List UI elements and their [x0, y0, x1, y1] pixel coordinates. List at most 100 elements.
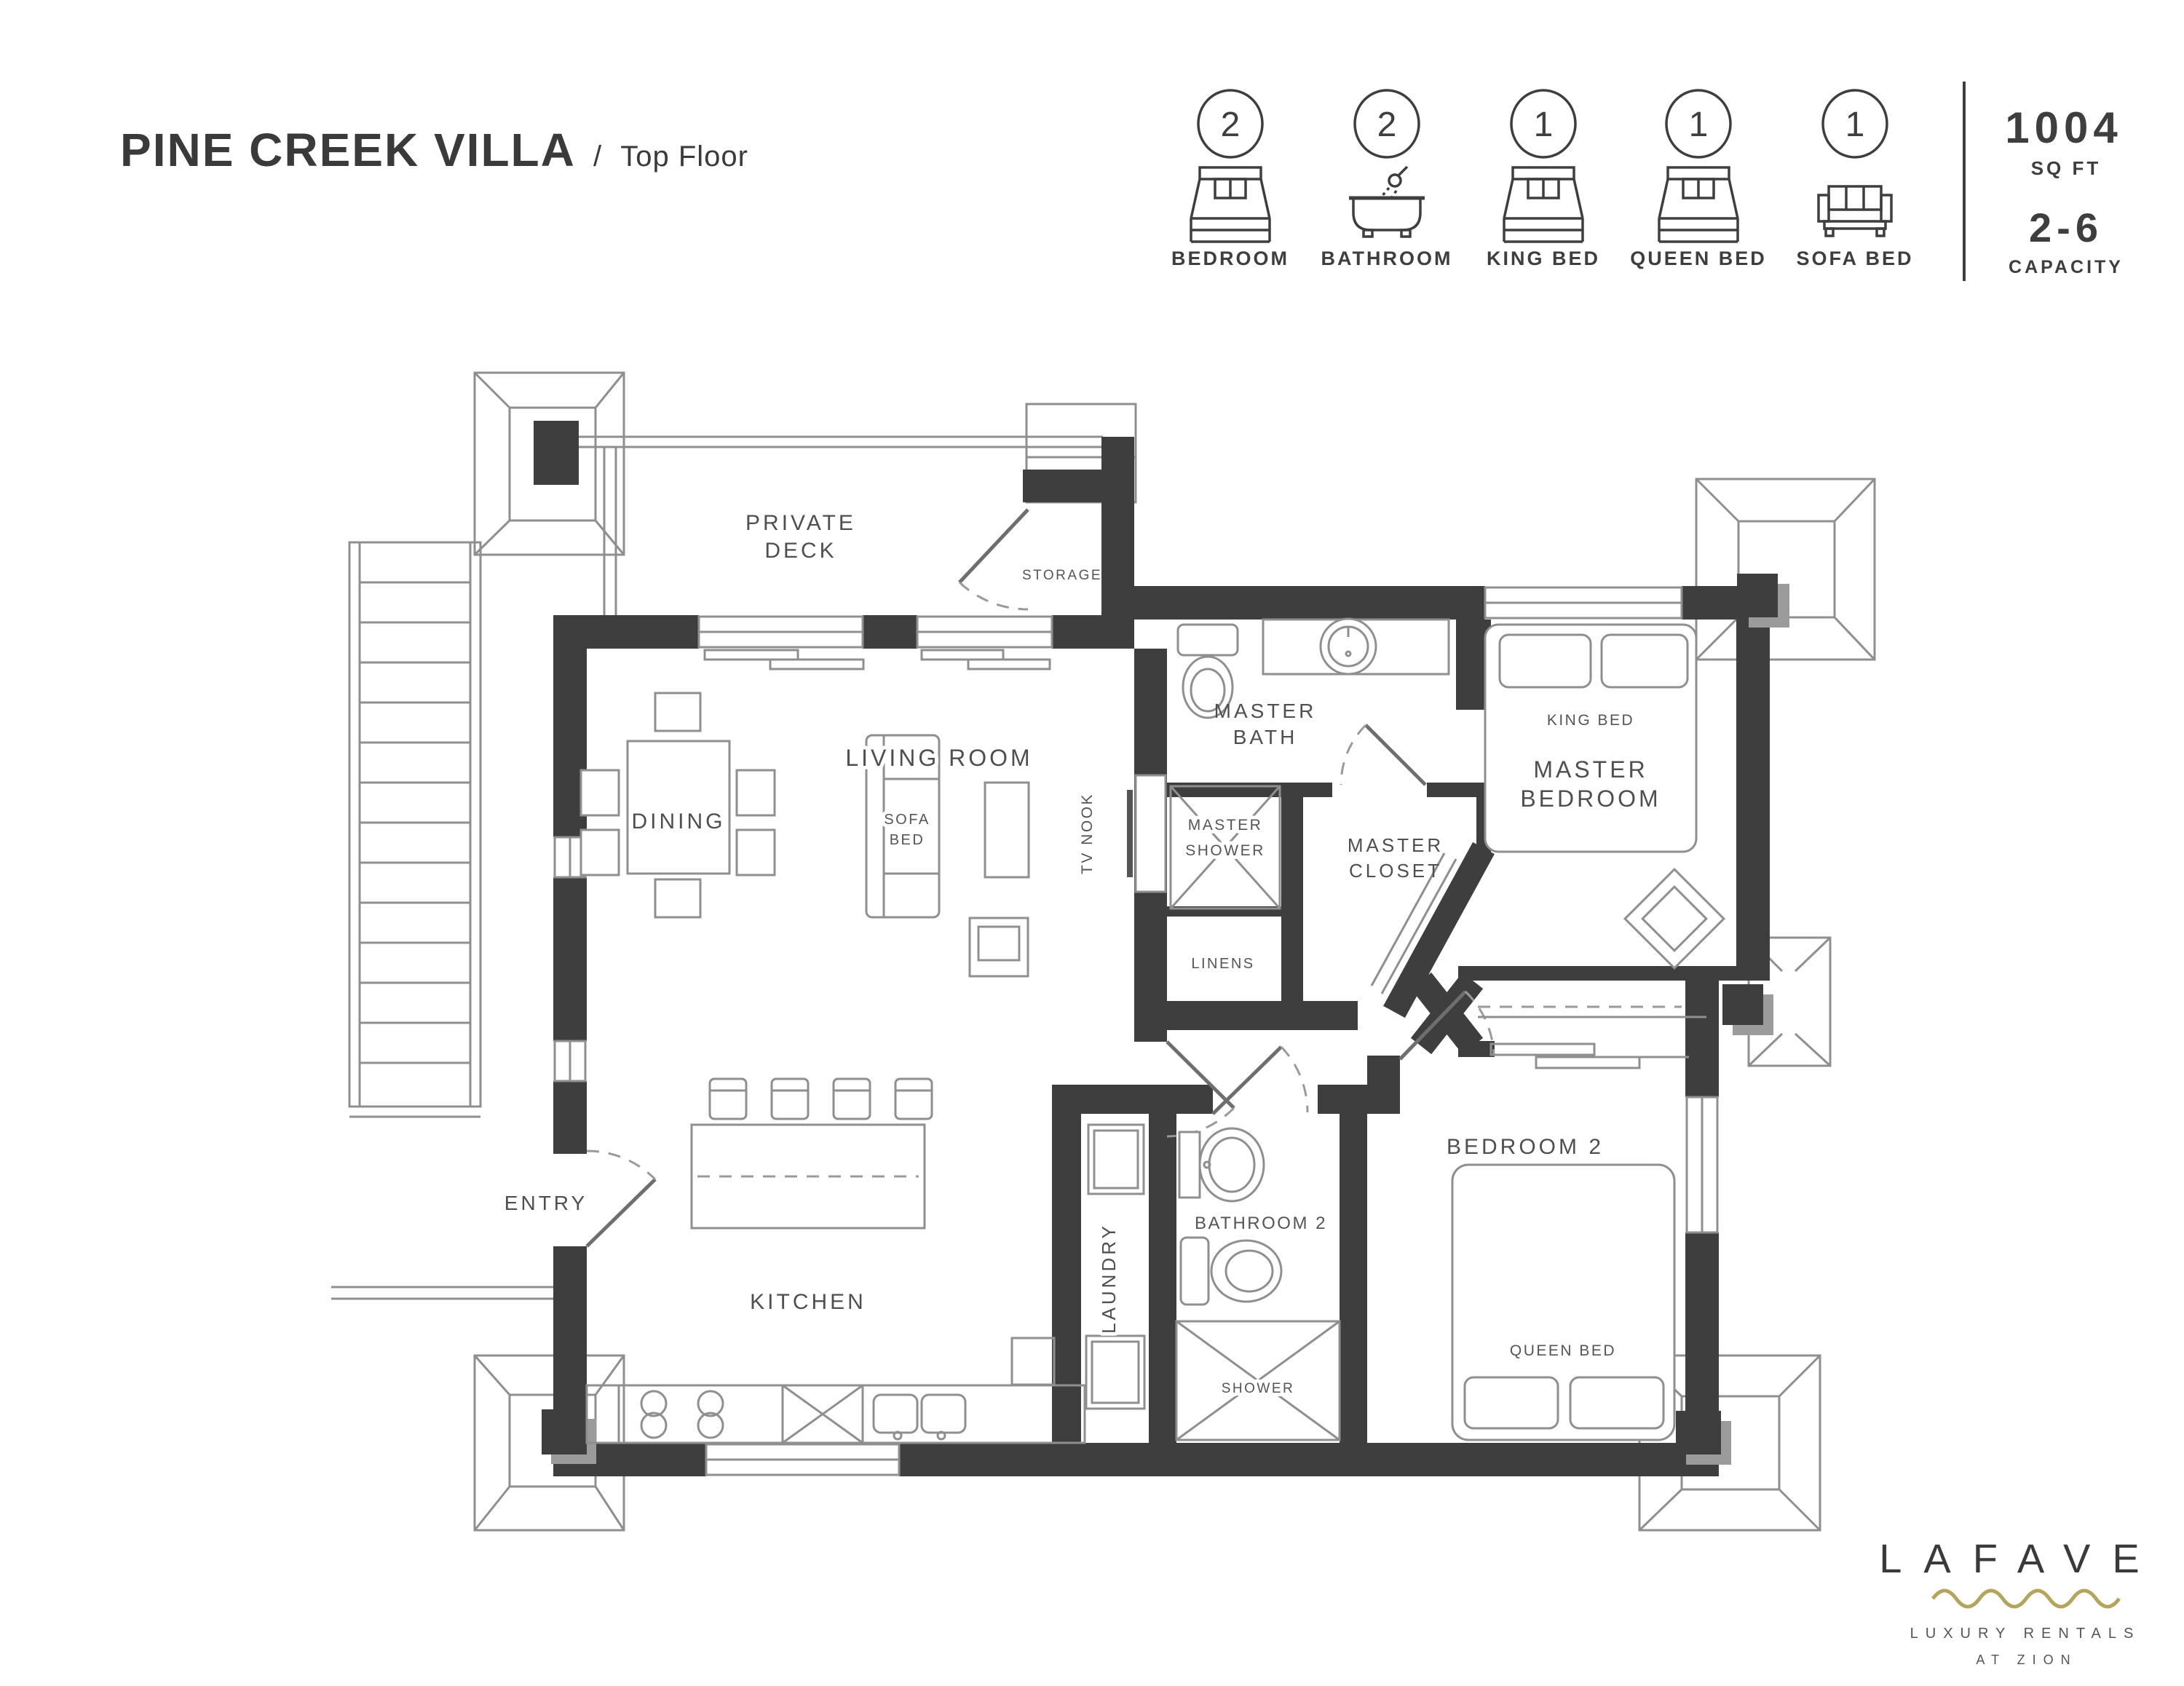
- master-toilet: [1176, 623, 1239, 719]
- bathroom-label: BATHROOM: [1321, 248, 1453, 269]
- room-label-master-bath-2: BATH: [1233, 726, 1298, 748]
- living-room-furniture: [865, 734, 1167, 978]
- sofa-bed-count: 1: [1845, 106, 1865, 144]
- room-label-entry: ENTRY: [505, 1192, 587, 1214]
- window-living-top-2: [916, 615, 1053, 649]
- sliding-panels-1: [703, 649, 865, 670]
- dryer: [1085, 1334, 1146, 1410]
- room-label-master-shower-1: MASTER: [1188, 817, 1263, 834]
- exterior-stairs: [348, 541, 482, 1118]
- roof-pillar-top-left: [473, 371, 625, 556]
- window-kitchen-sink: [705, 1443, 901, 1476]
- bathroom2-fixtures: [1175, 1127, 1341, 1441]
- legend-item-bedroom: 2 BEDROOM: [1171, 89, 1289, 269]
- bed-icon: [1503, 166, 1584, 243]
- kitchen-island: [690, 1123, 926, 1230]
- post-bottom-right: [1676, 1411, 1721, 1455]
- brand-tagline-2: AT ZION: [1976, 1653, 2077, 1667]
- window-bedroom2: [1685, 1096, 1719, 1234]
- legend-item-queen-bed: 1 QUEEN BED: [1630, 89, 1767, 269]
- brand-tagline-1: LUXURY RENTALS: [1910, 1626, 2141, 1642]
- legend-item-king-bed: 1 KING BED: [1487, 89, 1600, 269]
- master-bath-fixtures: [1169, 617, 1457, 994]
- stats: 1004 SQ FT 2-6 CAPACITY: [2005, 103, 2124, 277]
- dining-chair: [654, 878, 702, 919]
- room-label-master-bedroom-2: BEDROOM: [1520, 785, 1661, 812]
- page-title: PINE CREEK VILLA: [120, 124, 576, 176]
- storage-door: [958, 508, 1029, 611]
- sofa-bed: [865, 734, 941, 919]
- roof-pillar-top-right: [1695, 478, 1876, 661]
- room-label-dining: DINING: [632, 810, 726, 834]
- capacity-label: CAPACITY: [2009, 257, 2124, 277]
- window-seat-nook: [1478, 1005, 1706, 1018]
- header: PINE CREEK VILLA / Top Floor: [120, 124, 748, 176]
- floor-plan: PRIVATE DECK STORAGE MASTER BATH MASTER …: [331, 371, 1876, 1532]
- room-label-living-room: LIVING ROOM: [845, 745, 1032, 771]
- kitchen-fixtures: [585, 1077, 1086, 1444]
- master-bedroom-furniture: [1484, 623, 1726, 970]
- bathroom2-sink: [1178, 1127, 1265, 1203]
- master-vanity: [1262, 617, 1450, 676]
- window-master-bedroom: [1484, 586, 1683, 620]
- island-stools: [708, 1077, 933, 1120]
- bed-icon: [1658, 166, 1739, 243]
- sofa-bed-label: SOFA BED: [1796, 248, 1913, 269]
- entry-door: [585, 1149, 657, 1248]
- dining-set: [579, 692, 776, 919]
- legend-item-bathroom: 2 BATHROOM: [1321, 89, 1453, 269]
- dining-chair: [579, 828, 620, 876]
- master-corner-chair: [1623, 867, 1726, 970]
- room-label-master-bath-1: MASTER: [1214, 700, 1317, 722]
- capacity-value: 2-6: [2029, 205, 2103, 250]
- private-deck-railing: [579, 435, 1103, 615]
- room-label-laundry: LAUNDRY: [1098, 1223, 1120, 1334]
- room-label-master-closet-2: CLOSET: [1349, 860, 1442, 882]
- room-labels: PRIVATE DECK STORAGE MASTER BATH MASTER …: [501, 511, 1661, 1400]
- room-label-private-deck-2: DECK: [764, 539, 836, 563]
- kitchen-appliance: [1010, 1337, 1056, 1386]
- post-top-left: [534, 421, 579, 485]
- room-label-kitchen: KITCHEN: [750, 1290, 866, 1314]
- exterior-walkway-lines: [331, 1286, 555, 1300]
- bed-icon: [1190, 166, 1271, 243]
- dishwasher: [781, 1384, 864, 1444]
- bedroom-label: BEDROOM: [1171, 248, 1289, 269]
- bathroom-count: 2: [1377, 106, 1397, 144]
- armchair: [968, 917, 1029, 978]
- room-label-linens: LINENS: [1191, 956, 1254, 972]
- dining-chair: [735, 769, 776, 817]
- queen-bed-plan: [1451, 1163, 1676, 1441]
- window-living-top-1: [697, 615, 864, 649]
- area-value: 1004: [2005, 103, 2122, 152]
- legend: 2 BEDROOM 2 BATHROOM: [1171, 82, 2124, 281]
- washer: [1087, 1123, 1145, 1195]
- hall-door: [1166, 1040, 1235, 1138]
- dining-chair: [579, 769, 620, 817]
- bathroom2-toilet: [1179, 1236, 1283, 1306]
- king-bed-count: 1: [1534, 106, 1554, 144]
- label-sofa-bed-1: SOFA: [884, 812, 930, 828]
- laundry-fixtures: [1085, 1123, 1146, 1410]
- area-unit: SQ FT: [2031, 157, 2102, 179]
- post-right-middle: [1722, 984, 1763, 1025]
- bedroom-count: 2: [1221, 106, 1241, 144]
- label-sofa-bed-2: BED: [890, 832, 925, 848]
- structural-posts: [534, 421, 1789, 1465]
- brand-name: LAFAVE: [1879, 1535, 2161, 1581]
- window-left-wall-2: [553, 1040, 587, 1083]
- stove: [617, 1384, 784, 1444]
- legend-item-sofa-bed: 1 SOFA BED: [1796, 89, 1913, 269]
- bedroom2-closet-sliding-doors: [1489, 1042, 1689, 1069]
- bedroom2-door: [1398, 990, 1495, 1061]
- queen-bed-label: QUEEN BED: [1630, 248, 1767, 269]
- sofa-icon: [1817, 185, 1893, 237]
- room-label-storage: STORAGE: [1022, 568, 1102, 583]
- label-king-bed: KING BED: [1547, 712, 1634, 729]
- king-bed-label: KING BED: [1487, 248, 1600, 269]
- label-tv-nook: TV NOOK: [1079, 793, 1096, 874]
- room-label-bedroom2: BEDROOM 2: [1447, 1135, 1604, 1159]
- master-closet-rods: [1370, 852, 1457, 994]
- master-closet-door: [1340, 724, 1427, 786]
